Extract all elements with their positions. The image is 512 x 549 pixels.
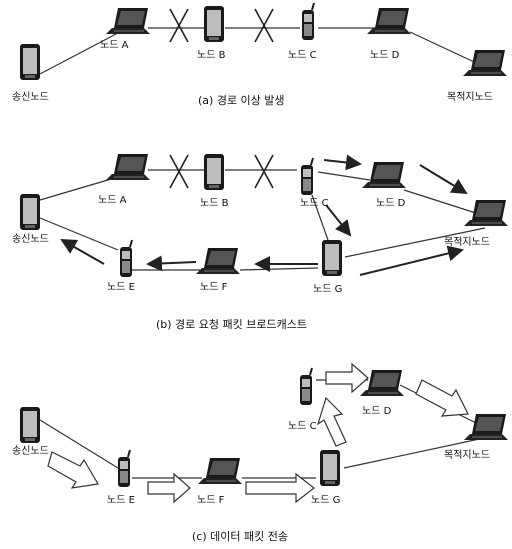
hollow-arrow-icon — [318, 398, 346, 446]
cellphone-icon — [120, 240, 132, 277]
x-mark-icon — [170, 9, 188, 42]
pda-icon — [20, 44, 40, 80]
laptop-icon — [367, 8, 411, 34]
pda-icon — [322, 240, 342, 276]
pda-icon — [20, 194, 40, 230]
label-node-d: 노드 D — [370, 49, 400, 61]
label-node-g: 노드 G — [311, 494, 340, 506]
caption-a: (a) 경로 이상 발생 — [198, 94, 285, 107]
arrow-icon — [324, 160, 360, 164]
label-node-a: 노드 A — [98, 194, 127, 206]
laptop-icon — [360, 370, 404, 396]
x-mark-icon — [255, 155, 273, 188]
label-node-g: 노드 G — [313, 283, 342, 295]
pda-icon — [20, 407, 40, 443]
label-source: 송신노드 — [12, 91, 49, 103]
laptop-icon — [464, 200, 508, 226]
laptop-icon — [106, 154, 150, 180]
label-node-b: 노드 B — [200, 197, 229, 209]
arrow-icon — [360, 250, 462, 275]
label-dest: 목적지노드 — [444, 449, 490, 461]
cellphone-icon — [300, 368, 312, 405]
caption-c: (c) 데이터 패킷 전송 — [192, 530, 288, 543]
panel-a: 송신노드 노드 A 노드 B 노드 C 노드 D 목적지노드 (a) 경로 이상… — [12, 3, 507, 107]
laptop-icon — [362, 162, 406, 188]
arrow-icon — [420, 165, 466, 193]
label-node-f: 노드 F — [197, 494, 225, 506]
pda-icon — [204, 154, 224, 190]
arrow-icon — [148, 262, 196, 264]
panel-c: 송신노드 노드 E 노드 F 노드 G 노드 C 노드 D 목적지노드 (c) … — [12, 364, 508, 543]
laptop-icon — [464, 414, 508, 440]
label-node-c: 노드 C — [288, 420, 317, 432]
arrow-icon — [326, 205, 350, 235]
arrow-icon — [62, 240, 104, 264]
label-node-a: 노드 A — [100, 39, 129, 51]
label-source: 송신노드 — [12, 445, 49, 457]
panel-b-links — [40, 170, 485, 270]
caption-b: (b) 경로 요청 패킷 브로드캐스트 — [156, 318, 307, 331]
cellphone-icon — [301, 158, 313, 195]
label-dest: 목적지노드 — [447, 91, 493, 103]
pda-icon — [204, 6, 224, 42]
label-node-d: 노드 D — [362, 405, 392, 417]
cellphone-icon — [302, 3, 314, 40]
x-mark-icon — [170, 155, 188, 188]
label-node-e: 노드 E — [107, 494, 135, 506]
laptop-icon — [106, 8, 150, 34]
label-node-b: 노드 B — [197, 49, 226, 61]
label-node-e: 노드 E — [107, 281, 135, 293]
label-dest: 목적지노드 — [444, 236, 490, 248]
cellphone-icon — [118, 450, 130, 487]
laptop-icon — [196, 248, 240, 274]
hollow-arrow-icon — [48, 452, 98, 488]
laptop-icon — [463, 50, 507, 76]
label-source: 송신노드 — [12, 233, 49, 245]
laptop-icon — [198, 458, 242, 484]
label-node-d: 노드 D — [376, 197, 406, 209]
hollow-arrow-icon — [416, 380, 468, 416]
label-node-f: 노드 F — [200, 281, 228, 293]
label-node-c: 노드 C — [288, 49, 317, 61]
panel-a-links — [38, 28, 487, 75]
label-node-c: 노드 C — [300, 197, 329, 209]
pda-icon — [320, 450, 340, 486]
hollow-arrow-icon — [326, 364, 368, 392]
panel-b: 송신노드 노드 A 노드 B 노드 C 노드 D 목적지노드 노드 E 노드 F… — [12, 154, 508, 331]
x-mark-icon — [255, 9, 273, 42]
data-arrows — [48, 364, 468, 502]
